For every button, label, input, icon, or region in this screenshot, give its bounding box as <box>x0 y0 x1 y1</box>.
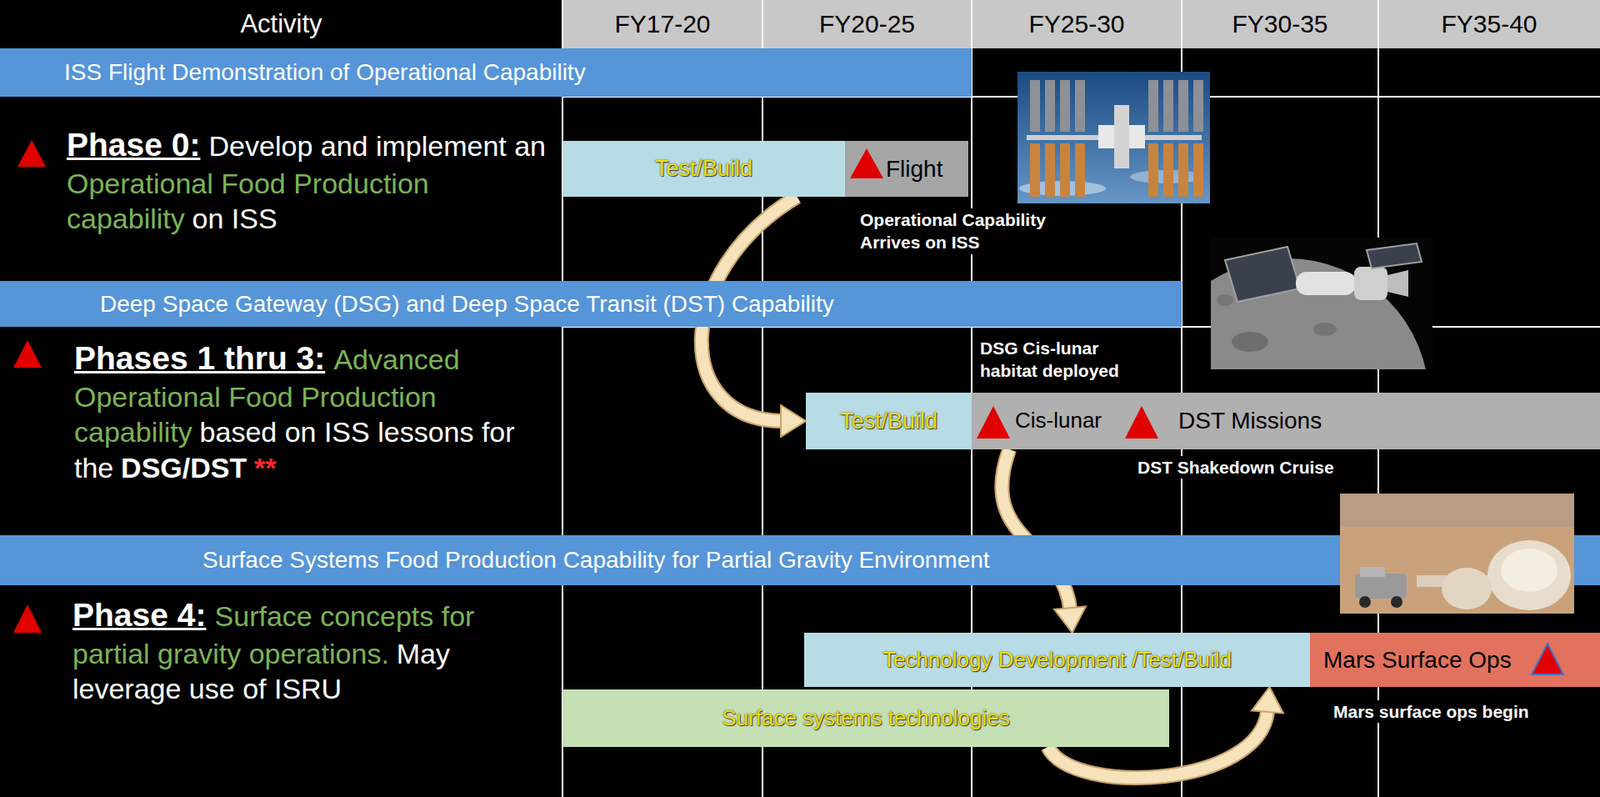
column-header: FY25-30 <box>971 0 1182 49</box>
mars-habitat-render-part <box>1416 575 1517 587</box>
arrow-body <box>1001 449 1070 610</box>
mars-habitat-render-part <box>1487 540 1571 610</box>
iss-photo <box>1017 71 1210 204</box>
mars-habitat-render-part <box>1355 573 1407 599</box>
phase-heading: Phase 4: <box>72 596 206 633</box>
bar-label: Mars Surface Ops <box>1323 645 1512 675</box>
arrow-outline <box>1001 449 1070 610</box>
gateway-render <box>1145 237 1433 542</box>
column-header: Activity <box>0 0 563 49</box>
iss-photo-part <box>1030 80 1040 132</box>
milestone-note: DSG Cis-lunar habitat deployed <box>977 336 1145 383</box>
section-band: ISS Flight Demonstration of Operational … <box>0 48 972 97</box>
bar-label: Flight <box>885 155 943 184</box>
milestone-triangle-part <box>976 405 1010 439</box>
section-band: Deep Space Gateway (DSG) and Deep Space … <box>0 280 1182 327</box>
iss-photo-part <box>1163 80 1174 132</box>
header-ground-part <box>562 0 1600 49</box>
gateway-render-part <box>1387 270 1409 297</box>
gateway-render-part <box>1295 271 1356 295</box>
phase-description: Phase 4:Surface concepts for partial gra… <box>72 595 560 707</box>
arrow-head <box>1054 605 1086 633</box>
phase-marker-part <box>13 604 42 633</box>
iss-photo-part <box>1178 80 1189 132</box>
iss-photo-part <box>1148 80 1159 132</box>
moon-surface-part <box>1231 331 1269 352</box>
phase-text: on ISS <box>192 202 278 235</box>
mars-habitat-render <box>1340 493 1575 614</box>
mission-bar: Cis-lunar DST Missions <box>971 392 1600 450</box>
development-bar: Technology Development /Test/Build <box>804 632 1310 687</box>
arrow-head <box>1251 686 1284 713</box>
flight-bar: Flight <box>845 140 969 197</box>
bar-label: Cis-lunar <box>1015 407 1102 434</box>
iss-photo-part <box>1148 143 1159 197</box>
bar-label: Test/Build <box>655 155 753 182</box>
phase-text: DSG/DST <box>120 451 247 484</box>
milestone-note: Mars surface ops begin <box>1330 700 1532 723</box>
column-header: FY17-20 <box>562 0 763 49</box>
bar-label: Technology Development /Test/Build <box>882 646 1232 673</box>
iss-photo-part <box>1163 143 1174 197</box>
mars-habitat-render-part <box>1360 566 1385 577</box>
phase-heading: Phase 0: <box>66 126 200 163</box>
section-band: Surface Systems Food Production Capabili… <box>0 535 1600 585</box>
gateway-render-part <box>1354 266 1388 300</box>
moon-surface-part <box>1216 294 1234 306</box>
grid-lines-part <box>761 0 764 797</box>
iss-photo-part <box>1060 143 1070 197</box>
test-build-bar: Test/Build <box>805 392 972 450</box>
arrow-head <box>780 405 806 437</box>
iss-photo-part <box>1114 105 1130 169</box>
bar-label: Surface systems technologies <box>721 705 1010 731</box>
iss-photo-part <box>1030 143 1040 197</box>
surface-ops-bar: Mars Surface Ops <box>1310 632 1600 687</box>
bar-label: DST Missions <box>1178 406 1322 435</box>
grid-lines <box>562 0 1600 797</box>
phase-text: ** <box>254 451 276 484</box>
iss-photo-part <box>1045 80 1055 132</box>
bar-label: Test/Build <box>840 407 938 435</box>
iss-photo-part <box>1193 143 1204 197</box>
iss-photo-part <box>1178 143 1189 197</box>
iss-photo-part <box>1045 143 1055 197</box>
iss-photo-part <box>1075 143 1085 197</box>
band-title: Deep Space Gateway (DSG) and Deep Space … <box>100 290 835 319</box>
mars-habitat-render-part <box>1340 493 1575 527</box>
mars-habitat-render-part <box>1441 567 1492 610</box>
band-title: Surface Systems Food Production Capabili… <box>202 545 990 575</box>
milestone-triangle <box>850 148 1564 675</box>
gateway-render-part <box>1366 243 1422 269</box>
mars-habitat-render-part <box>1359 595 1371 608</box>
phase-heading: Phases 1 thru 3: <box>74 340 325 376</box>
phase-description: Phases 1 thru 3:Advanced Operational Foo… <box>74 338 560 485</box>
phase-marker-part <box>13 340 42 368</box>
milestone-triangle-part <box>1125 405 1159 439</box>
test-build-bar: Test/Build <box>562 140 845 197</box>
grid-lines-part <box>561 0 564 797</box>
header-ground <box>562 0 1600 49</box>
iss-photo-part <box>1017 71 1210 204</box>
iss-photo-part <box>1193 80 1204 132</box>
milestone-note: DST Shakedown Cruise <box>1135 455 1337 479</box>
column-header: FY20-25 <box>762 0 972 49</box>
column-header: FY30-35 <box>1181 0 1379 49</box>
milestone-triangle-part <box>850 148 884 179</box>
band-title: ISS Flight Demonstration of Operational … <box>64 58 586 87</box>
phase-description: Phase 0:Develop and implement anOperatio… <box>66 125 559 237</box>
mars-habitat-render-part <box>1340 493 1575 614</box>
phase-text: Develop and implement an <box>209 130 546 162</box>
mars-habitat-render-part <box>1390 595 1403 608</box>
gateway-render-part <box>1225 246 1300 302</box>
phase-marker-part <box>17 140 46 167</box>
iss-photo-part <box>1075 80 1085 132</box>
milestone-triangle-part <box>1531 643 1564 675</box>
milestone-note: Operational Capability Arrives on ISS <box>857 208 1076 255</box>
iss-photo-part <box>1060 80 1070 132</box>
mars-habitat-render-part <box>1500 548 1558 592</box>
column-header: FY35-40 <box>1378 0 1600 49</box>
technology-bar: Surface systems technologies <box>562 689 1170 747</box>
moon-surface-part <box>1313 322 1337 336</box>
